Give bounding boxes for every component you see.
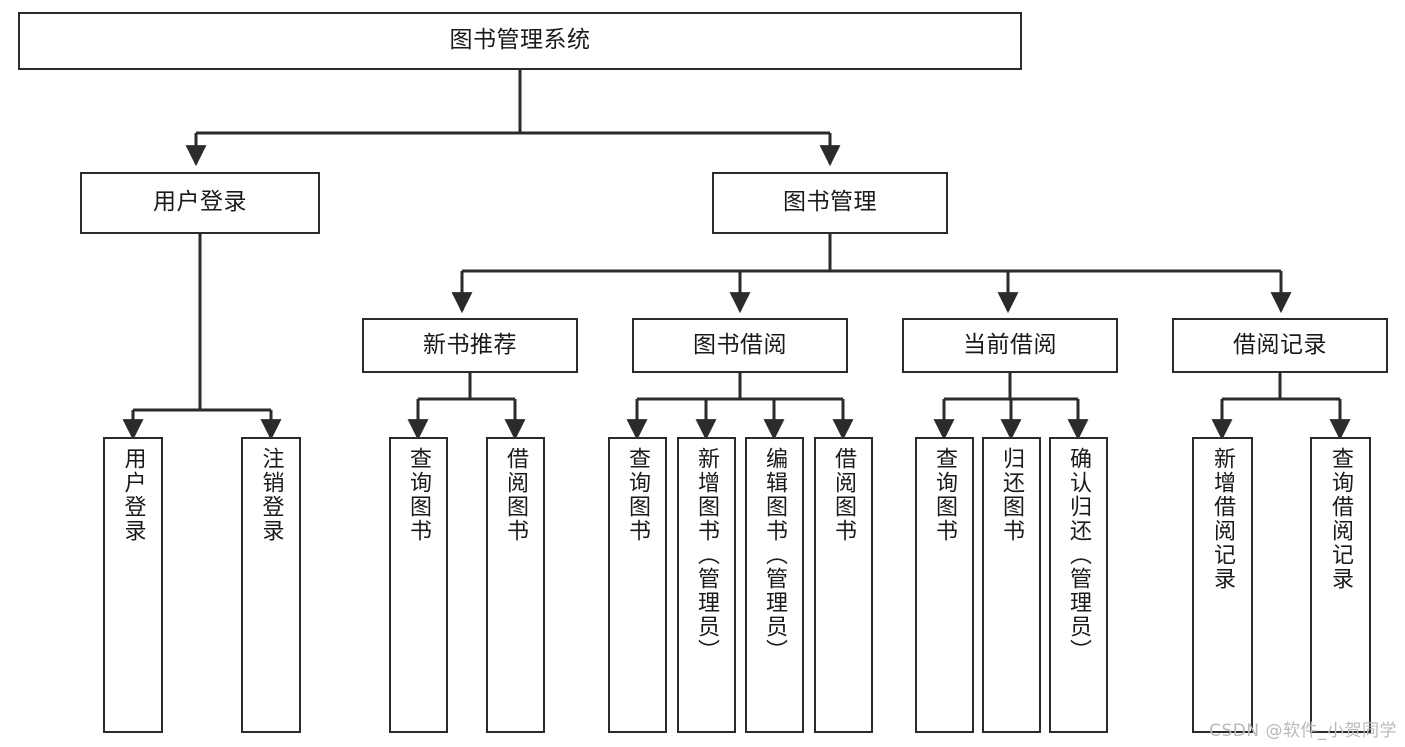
node-book-borrow[interactable]: 图书借阅	[632, 318, 848, 373]
node-label: 查询图书	[932, 447, 958, 543]
leaf-borrow-record-query-record[interactable]: 查询借阅记录	[1310, 437, 1371, 733]
leaf-book-borrow-edit-book-admin[interactable]: 编辑图书（管理员）	[745, 437, 804, 733]
leaf-book-borrow-query-book[interactable]: 查询图书	[608, 437, 667, 733]
node-user-login[interactable]: 用户登录	[80, 172, 320, 234]
node-label: 用户登录	[120, 447, 146, 543]
node-new-book-recommend[interactable]: 新书推荐	[362, 318, 578, 373]
node-label: 查询图书	[406, 447, 432, 543]
node-borrow-record[interactable]: 借阅记录	[1172, 318, 1388, 373]
leaf-borrow-record-add-record[interactable]: 新增借阅记录	[1192, 437, 1253, 733]
leaf-book-borrow-add-book-admin[interactable]: 新增图书（管理员）	[677, 437, 736, 733]
leaf-current-borrow-return-book[interactable]: 归还图书	[982, 437, 1041, 733]
leaf-new-book-borrow-book[interactable]: 借阅图书	[486, 437, 545, 733]
leaf-current-borrow-query-book[interactable]: 查询图书	[915, 437, 974, 733]
node-label: 确认归还（管理员）	[1066, 447, 1092, 663]
node-label: 新增图书（管理员）	[694, 447, 720, 663]
node-book-management[interactable]: 图书管理	[712, 172, 948, 234]
leaf-book-borrow-borrow-book[interactable]: 借阅图书	[814, 437, 873, 733]
node-label: 借阅图书	[831, 447, 857, 543]
node-label: 查询借阅记录	[1328, 447, 1354, 591]
node-label: 借阅记录	[1233, 331, 1327, 358]
node-current-borrow[interactable]: 当前借阅	[902, 318, 1118, 373]
watermark-text: CSDN @软件_小贺同学	[1209, 721, 1397, 741]
node-label: 注销登录	[258, 447, 284, 543]
node-label: 图书管理系统	[449, 27, 591, 54]
node-label: 图书管理	[783, 189, 877, 216]
node-label: 编辑图书（管理员）	[762, 447, 788, 663]
node-label: 借阅图书	[503, 447, 529, 543]
leaf-new-book-query-book[interactable]: 查询图书	[389, 437, 448, 733]
leaf-user-login-logout[interactable]: 注销登录	[241, 437, 301, 733]
node-label: 新增借阅记录	[1210, 447, 1236, 591]
node-root-system[interactable]: 图书管理系统	[18, 12, 1022, 70]
node-label: 当前借阅	[963, 331, 1057, 358]
leaf-current-borrow-confirm-return-admin[interactable]: 确认归还（管理员）	[1049, 437, 1108, 733]
leaf-user-login-login[interactable]: 用户登录	[103, 437, 163, 733]
node-label: 归还图书	[999, 447, 1025, 543]
node-label: 用户登录	[153, 189, 247, 216]
node-label: 查询图书	[625, 447, 651, 543]
node-label: 图书借阅	[693, 331, 787, 358]
node-label: 新书推荐	[423, 331, 517, 358]
